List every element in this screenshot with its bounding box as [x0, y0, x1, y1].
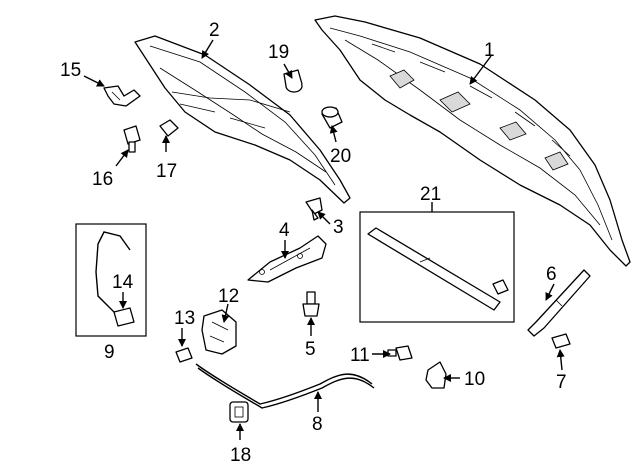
callout-17: 17 — [156, 161, 177, 182]
callout-3: 3 — [333, 217, 344, 238]
callout-9: 9 — [104, 342, 115, 363]
latch-mount-bolt — [175, 347, 193, 363]
callout-14: 14 — [112, 272, 134, 293]
cable-bolt — [387, 345, 413, 361]
hood-panel — [314, 15, 631, 267]
callout-15: 15 — [60, 60, 81, 81]
latch-support — [247, 235, 327, 283]
latch-bolt — [302, 291, 320, 317]
bolt — [123, 125, 141, 153]
callout-1: 1 — [484, 40, 495, 61]
hood-release-cable — [195, 363, 375, 409]
hood-lift-support — [527, 269, 591, 337]
callout-7: 7 — [556, 372, 567, 393]
callout-13: 13 — [174, 308, 195, 329]
hood-bumper — [283, 69, 303, 93]
callout-10: 10 — [464, 369, 485, 390]
callout-12: 12 — [218, 286, 239, 307]
callout-8: 8 — [312, 414, 323, 435]
cable-clip — [425, 361, 447, 389]
push-retainer — [305, 197, 323, 221]
callout-6: 6 — [546, 264, 557, 285]
callout-5: 5 — [305, 339, 316, 360]
hood-latch — [201, 309, 237, 355]
callout-20: 20 — [330, 146, 351, 167]
callout-18: 18 — [230, 445, 251, 466]
leader-lines — [83, 39, 565, 440]
callout-21: 21 — [420, 184, 441, 205]
ball-stud — [551, 333, 571, 349]
callout-numbers: 1 2 3 4 5 6 7 8 9 10 11 12 13 14 15 16 1… — [60, 20, 567, 466]
hood-inner-frame — [134, 35, 351, 204]
release-cable-box — [75, 223, 147, 337]
callout-16: 16 — [92, 169, 113, 190]
hood-hinge-bracket — [103, 85, 141, 107]
callout-4: 4 — [279, 220, 290, 241]
lift-support-kit-box — [359, 211, 515, 323]
callout-11: 11 — [350, 345, 370, 366]
callout-19: 19 — [268, 42, 289, 63]
grommet — [229, 401, 249, 423]
callout-2: 2 — [209, 20, 220, 41]
clip — [159, 119, 179, 137]
stop-bumper — [321, 106, 343, 129]
